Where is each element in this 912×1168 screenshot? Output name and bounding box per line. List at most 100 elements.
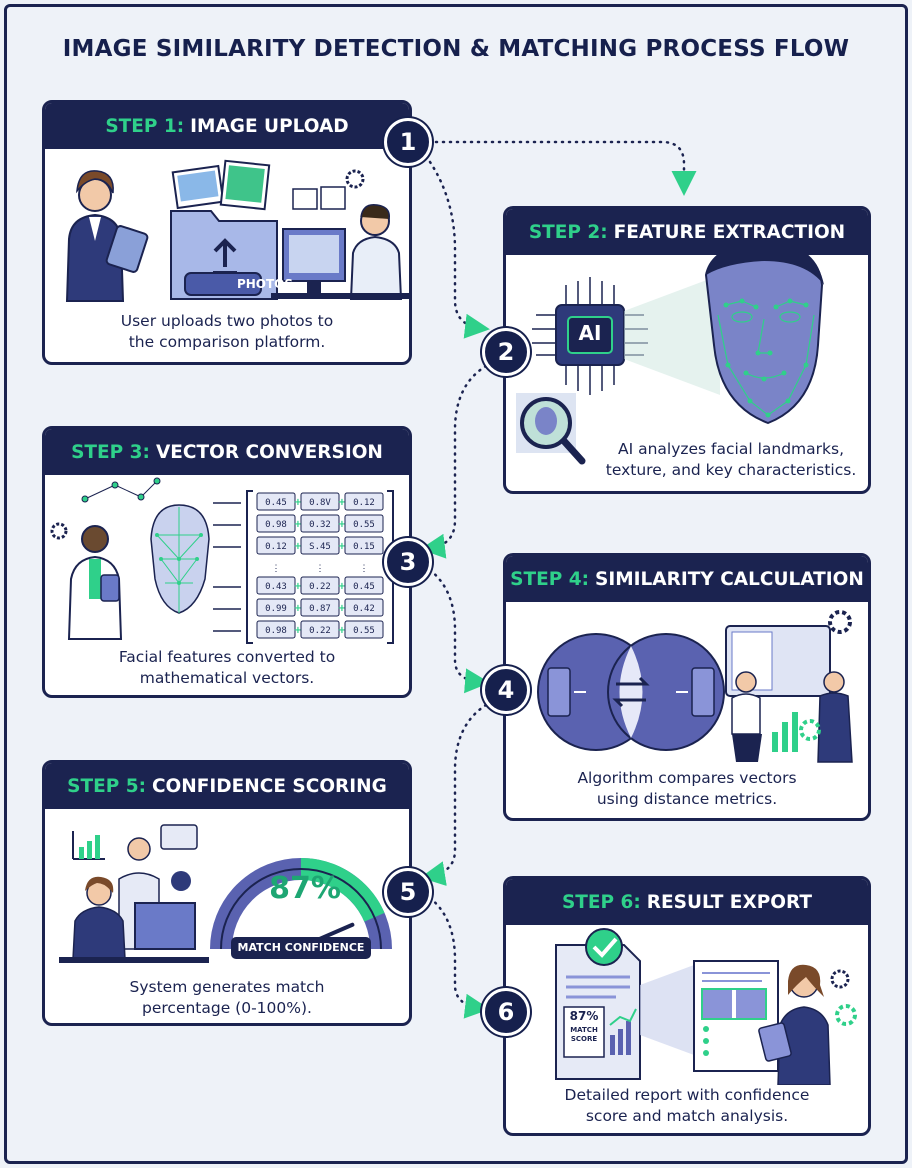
vector-matrix-icon: 0.45+0.8V+0.120.98+0.32+0.550.12+S.45+0.… (256, 492, 384, 639)
gauge-value: 87% (269, 871, 341, 906)
vector-cell-value: 0.8V (309, 498, 331, 508)
step-3-badge: 3 (384, 538, 432, 586)
step-6-caption-line-1: Detailed report with confidence (564, 1086, 810, 1104)
step-5-caption-line-2: percentage (0-100%). (142, 999, 312, 1017)
step-2-card: STEP 2: FEATURE EXTRACTION (503, 206, 871, 494)
step-4-badge: 4 (482, 666, 530, 714)
step-5-caption-line-1: System generates match (129, 978, 325, 996)
vector-cell-box (344, 598, 384, 617)
vector-arrows (213, 502, 241, 632)
vector-cell-box (256, 598, 296, 617)
step-2-prefix: STEP 2: (528, 221, 608, 243)
step-6-caption: Detailed report with confidence score an… (514, 1085, 860, 1127)
step-1-caption: User uploads two photos to the compariso… (53, 311, 401, 353)
vector-cell-value: 0.22 (309, 626, 331, 636)
network-dots (81, 477, 161, 503)
vector-plus-sign: + (338, 603, 346, 614)
photo-folder-icon (170, 159, 278, 300)
vector-cell-box (256, 536, 296, 555)
connector-5-to-6 (428, 896, 490, 1019)
step-3-header: STEP 3: VECTOR CONVERSION (45, 429, 409, 475)
vector-plus-sign: + (294, 625, 302, 636)
analysts-icon (59, 824, 209, 963)
photos-folder-label: PHOTOS (236, 277, 294, 291)
step-4-caption-line-2: using distance metrics. (596, 790, 778, 808)
vector-cell-value: 0.43 (265, 582, 287, 592)
vector-cell-value: 0.55 (353, 626, 375, 636)
report-document-icon (555, 928, 641, 1080)
step-1-caption-line-2: the comparison platform. (128, 333, 326, 351)
vector-cell-value: 0.45 (265, 498, 287, 508)
vector-plus-sign: + (294, 541, 302, 552)
vector-cell-box (344, 576, 384, 595)
magnifier-icon (516, 393, 586, 465)
vector-cell-box (256, 492, 296, 511)
step-5-caption: System generates match percentage (0-100… (53, 977, 401, 1019)
vector-cell-box (256, 514, 296, 533)
vector-plus-sign: + (338, 541, 346, 552)
vector-cell-box (300, 514, 340, 533)
step-1-badge: 1 (384, 118, 432, 166)
venn-compare-icon (537, 633, 725, 751)
step-5-illustration (59, 824, 392, 963)
step-3-caption: Facial features converted to mathematica… (53, 647, 401, 689)
step-1-caption-line-1: User uploads two photos to (120, 312, 334, 330)
step-3-title: VECTOR CONVERSION (155, 441, 383, 463)
vector-plus-sign: + (338, 497, 346, 508)
step-3-caption-line-2: mathematical vectors. (139, 669, 315, 687)
step-4-caption: Algorithm compares vectors using distanc… (514, 768, 860, 810)
connector-2-to-3 (420, 364, 488, 559)
vector-cell-box (300, 576, 340, 595)
step-6-title: RESULT EXPORT (646, 891, 813, 913)
vector-cell-value: S.45 (309, 542, 331, 552)
vector-cell-value: ⋮ (360, 564, 369, 574)
vector-cell-box (300, 492, 340, 511)
presenters-icon (725, 610, 853, 763)
step-6-illustration (555, 928, 857, 1085)
vector-plus-sign: + (338, 581, 346, 592)
vector-cell-box (300, 598, 340, 617)
vector-plus-sign: + (338, 519, 346, 530)
step-4-caption-line-1: Algorithm compares vectors (577, 769, 797, 787)
step-6-badge: 6 (482, 988, 530, 1036)
step-1-header: STEP 1: IMAGE UPLOAD (45, 103, 409, 149)
vector-cell-value: 0.98 (265, 626, 287, 636)
step-2-caption-line-1: AI analyzes facial landmarks, (617, 440, 844, 458)
step-3-caption-line-1: Facial features converted to (118, 648, 336, 666)
vector-cell-box (344, 620, 384, 639)
step-6-prefix: STEP 6: (561, 891, 641, 913)
vector-cell-box (344, 514, 384, 533)
step-6-card: STEP 6: RESULT EXPORT 87% MATCH (503, 876, 871, 1136)
step-5-badge: 5 (384, 868, 432, 916)
connector-4-to-5 (420, 703, 488, 886)
vector-cell-value: ⋮ (316, 564, 325, 574)
vector-plus-sign: + (294, 603, 302, 614)
vector-plus-sign: + (338, 625, 346, 636)
step-3-card: STEP 3: VECTOR CONVERSION 0.45+0.8V+0.12… (42, 426, 412, 698)
vector-cell-value: 0.99 (265, 604, 287, 614)
vector-plus-sign: + (294, 581, 302, 592)
vector-cell-box (300, 620, 340, 639)
step-2-caption-line-2: texture, and key characteristics. (605, 461, 857, 479)
step-5-title: CONFIDENCE SCORING (151, 775, 387, 797)
presenter-tablet-icon (693, 960, 857, 1085)
projection-beam (640, 965, 694, 1055)
step-2-caption: AI analyzes facial landmarks, texture, a… (598, 439, 864, 481)
vector-cell-box (256, 576, 296, 595)
face-landmarks-icon (704, 255, 824, 425)
scientist-icon (50, 522, 123, 640)
report-value: 87% (569, 1009, 599, 1023)
step-2-title: FEATURE EXTRACTION (613, 221, 846, 243)
vector-cell-box (256, 620, 296, 639)
step-3-illustration: 0.45+0.8V+0.120.98+0.32+0.550.12+S.45+0.… (50, 477, 394, 644)
scan-beam (624, 275, 720, 395)
step-1-title: IMAGE UPLOAD (190, 115, 349, 137)
step-2-header: STEP 2: FEATURE EXTRACTION (506, 209, 868, 255)
page-title: IMAGE SIMILARITY DETECTION & MATCHING PR… (62, 36, 850, 62)
gauge-icon (210, 858, 392, 959)
step-1-prefix: STEP 1: (105, 115, 185, 137)
person-tablet-icon (65, 170, 149, 302)
vector-cell-value: 0.98 (265, 520, 287, 530)
step-5-prefix: STEP 5: (67, 775, 146, 797)
